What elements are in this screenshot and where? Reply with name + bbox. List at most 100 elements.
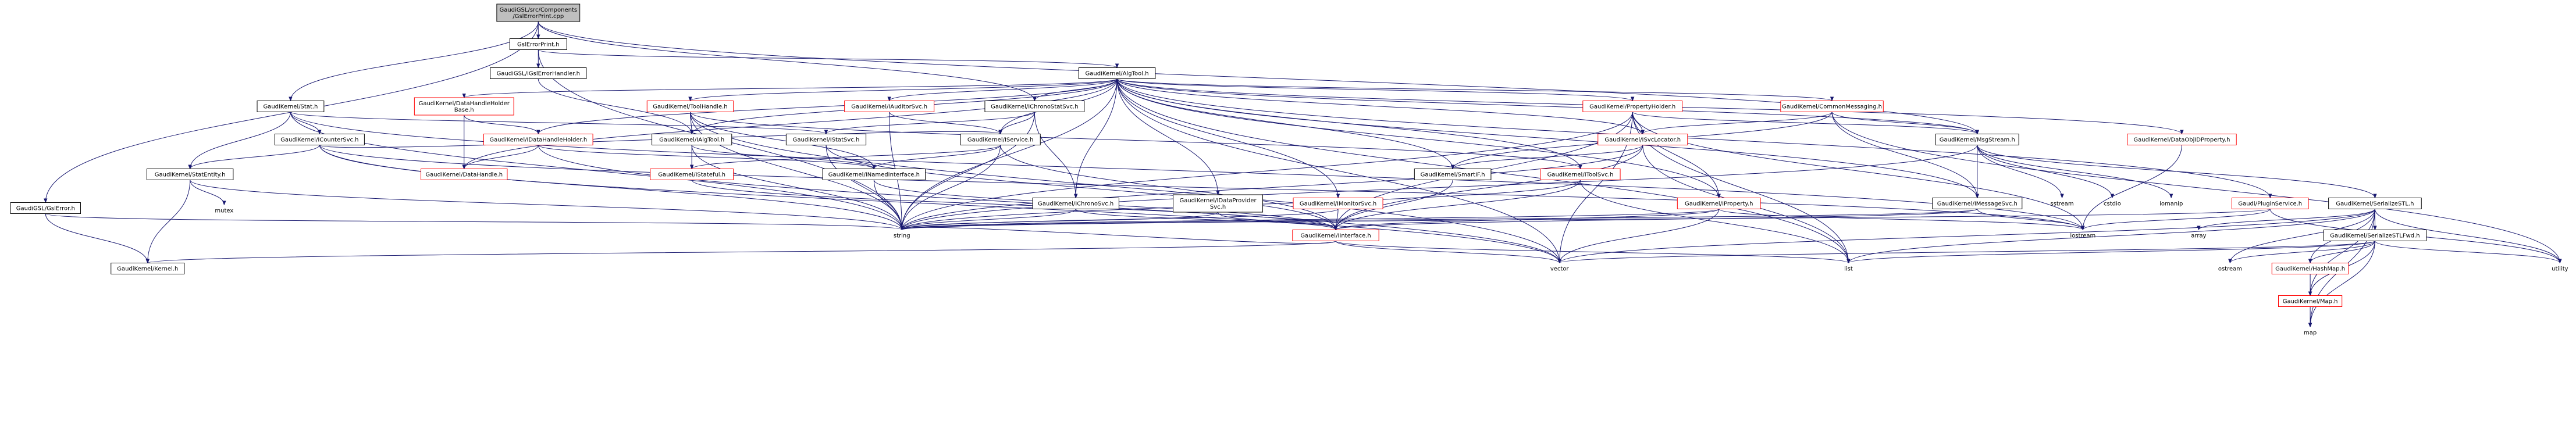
node-iauditorsvc[interactable]: GaudiKernel/IAuditorSvc.h xyxy=(844,101,935,112)
node-label-ostream: ostream xyxy=(2218,266,2242,273)
node-icountersvc[interactable]: GaudiKernel/ICounterSvc.h xyxy=(274,134,365,145)
edge-iauditorsvc-to-iservice xyxy=(889,112,1001,134)
edge-ipluginservice-to-string xyxy=(902,209,2271,230)
edge-gslerrorprint-to-algtool xyxy=(538,49,1117,68)
node-sstream: sstream xyxy=(2050,201,2073,208)
node-box-idataprovidersvc xyxy=(1173,194,1264,213)
node-mutex: mutex xyxy=(215,208,233,214)
node-stat[interactable]: GaudiKernel/Stat.h xyxy=(257,101,325,112)
node-map_h[interactable]: GaudiKernel/Map.h xyxy=(2278,295,2343,307)
node-label-iservice: GaudiKernel/IService.h xyxy=(967,137,1034,144)
edge-propertyholder-to-iostream xyxy=(1632,112,2083,230)
node-box-itoolsvc xyxy=(1540,169,1621,180)
node-toolhandle[interactable]: GaudiKernel/ToolHandle.h xyxy=(646,101,734,112)
node-label-gslerrorprint: GslErrorPrint.h xyxy=(517,42,560,48)
node-iomanip: iomanip xyxy=(2159,201,2183,208)
node-label-utility: utility xyxy=(2552,266,2568,273)
node-label-imessagesvc: GaudiKernel/IMessageSvc.h xyxy=(1937,201,2018,208)
edge-msgstream-to-serializestl xyxy=(1977,145,2375,198)
node-iservice[interactable]: GaudiKernel/IService.h xyxy=(960,134,1041,145)
node-ipluginservice[interactable]: Gaudi/PluginService.h xyxy=(2231,198,2309,209)
node-box-stat xyxy=(257,101,325,112)
node-root[interactable]: GaudiGSL/src/Components/GslErrorPrint.cp… xyxy=(496,3,581,22)
node-label-iinterface: GaudiKernel/IInterface.h xyxy=(1300,233,1371,239)
node-imonitorsvc[interactable]: GaudiKernel/IMonitorSvc.h xyxy=(1293,198,1383,209)
node-datahandle[interactable]: GaudiKernel/DataHandle.h xyxy=(421,169,508,180)
node-label-istatsvc: GaudiKernel/IStatSvc.h xyxy=(793,137,860,144)
edge-isvclocator-to-smartif xyxy=(1453,145,1643,169)
node-box-iservice xyxy=(960,134,1041,145)
edge-algtool-to-iauditorsvc xyxy=(889,78,1118,101)
node-label-iomanip: iomanip xyxy=(2159,201,2183,208)
edge-algtool-to-imonitorsvc xyxy=(1116,78,1338,198)
node-kernel[interactable]: GaudiKernel/Kernel.h xyxy=(111,263,185,274)
node-box-iinterface xyxy=(1292,230,1379,241)
node-box-dataobjidproperty xyxy=(2127,134,2237,145)
node-itoolsvc[interactable]: GaudiKernel/IToolSvc.h xyxy=(1540,169,1621,180)
node-inamedinterface[interactable]: GaudiKernel/INamedInterface.h xyxy=(822,169,926,180)
node-dataobjidproperty[interactable]: GaudiKernel/DataObjIDProperty.h xyxy=(2127,134,2237,145)
node-ichronosvc[interactable]: GaudiKernel/IChronoSvc.h xyxy=(1032,198,1119,209)
node-label-toolhandle: GaudiKernel/ToolHandle.h xyxy=(653,104,727,110)
edge-root-to-msgstream xyxy=(538,21,1977,134)
edge-propertyholder-to-msgstream xyxy=(1632,112,1977,134)
node-label-kernel: GaudiKernel/Kernel.h xyxy=(117,266,178,273)
node-label-ichronosvc: GaudiKernel/IChronoSvc.h xyxy=(1038,201,1113,208)
edge-algtool-to-toolhandle xyxy=(690,78,1118,101)
edge-algtool-to-ichronosvc xyxy=(1076,78,1118,198)
edge-ichronostatsvc-to-ichronosvc xyxy=(1034,112,1076,198)
node-hashmap[interactable]: GaudiKernel/HashMap.h xyxy=(2271,263,2349,274)
node-label-serializestl: GaudiKernel/SerializeSTL.h xyxy=(2336,201,2414,208)
node-box-icountersvc xyxy=(274,134,365,145)
node-statentity[interactable]: GaudiKernel/StatEntity.h xyxy=(146,169,234,180)
node-igslerrorhandler[interactable]: GaudiGSL/IGslErrorHandler.h xyxy=(490,67,587,79)
node-string: string xyxy=(894,233,910,239)
edge-algtool-to-msgstream xyxy=(1116,78,1977,134)
node-label-ipluginservice: Gaudi/PluginService.h xyxy=(2238,201,2302,208)
node-gslerror[interactable]: GaudiGSL/GslError.h xyxy=(10,202,81,214)
node-isvclocator[interactable]: GaudiKernel/ISvcLocator.h xyxy=(1597,134,1688,145)
node-box-inamedinterface xyxy=(822,169,926,180)
node-label-smartif: GaudiKernel/SmartIF.h xyxy=(1421,172,1485,178)
edge-algtool-to-datahandle xyxy=(464,78,1118,169)
node-label-datahandle: GaudiKernel/DataHandle.h xyxy=(425,172,503,178)
node-istateful[interactable]: GaudiKernel/IStateful.h xyxy=(650,169,734,180)
edge-toolhandle-to-itoolsvc xyxy=(689,112,1580,169)
node-smartif[interactable]: GaudiKernel/SmartIF.h xyxy=(1414,169,1492,180)
node-label-iauditorsvc: GaudiKernel/IAuditorSvc.h xyxy=(851,104,927,110)
node-label-istateful: GaudiKernel/IStateful.h xyxy=(658,172,725,178)
node-ostream: ostream xyxy=(2218,266,2242,273)
node-idatahandleholder[interactable]: GaudiKernel/IDataHandleHolder.h xyxy=(483,134,593,145)
edge-serializestlfwd-to-list xyxy=(1848,241,2375,263)
edge-iservice-to-iinterface xyxy=(1000,145,1336,230)
node-serializestl[interactable]: GaudiKernel/SerializeSTL.h xyxy=(2328,198,2422,209)
node-box-iauditorsvc xyxy=(844,101,935,112)
node-serializestlfwd[interactable]: GaudiKernel/SerializeSTLFwd.h xyxy=(2323,230,2427,241)
node-commonmessaging[interactable]: GaudiKernel/CommonMessaging.h xyxy=(1780,101,1884,112)
edge-algtool-to-iproperty xyxy=(1116,78,1719,198)
node-gslerrorprint[interactable]: GslErrorPrint.h xyxy=(509,38,567,50)
node-label-ichronostatsvc: GaudiKernel/IChronoStatSvc.h xyxy=(991,104,1078,110)
edge-ichronostatsvc-to-string xyxy=(902,112,1035,230)
edge-iinterface-to-string xyxy=(902,227,1336,244)
node-label-igslerrorhandler: GaudiGSL/IGslErrorHandler.h xyxy=(497,71,580,77)
node-algtool[interactable]: GaudiKernel/AlgTool.h xyxy=(1078,67,1156,79)
node-ichronostatsvc[interactable]: GaudiKernel/IChronoStatSvc.h xyxy=(984,101,1085,112)
edge-msgstream-to-cstdio xyxy=(1977,145,2112,198)
node-box-serializestlfwd xyxy=(2323,230,2427,241)
edge-statentity-to-kernel xyxy=(148,180,191,263)
node-msgstream[interactable]: GaudiKernel/MsgStream.h xyxy=(1935,134,2019,145)
node-imessagesvc[interactable]: GaudiKernel/IMessageSvc.h xyxy=(1932,198,2023,209)
node-istatsvc[interactable]: GaudiKernel/IStatSvc.h xyxy=(785,134,867,145)
node-iinterface[interactable]: GaudiKernel/IInterface.h xyxy=(1292,230,1379,241)
node-label-cstdio: cstdio xyxy=(2104,201,2121,208)
edge-msgstream-to-sstream xyxy=(1977,145,2062,198)
node-iproperty[interactable]: GaudiKernel/IProperty.h xyxy=(1677,198,1761,209)
edge-stat-to-statentity xyxy=(190,112,291,169)
node-label-msgstream: GaudiKernel/MsgStream.h xyxy=(1940,137,2015,144)
node-ialgtool[interactable]: GaudiKernel/IAlgTool.h xyxy=(652,134,732,145)
node-propertyholder[interactable]: GaudiKernel/PropertyHolder.h xyxy=(1582,101,1683,112)
